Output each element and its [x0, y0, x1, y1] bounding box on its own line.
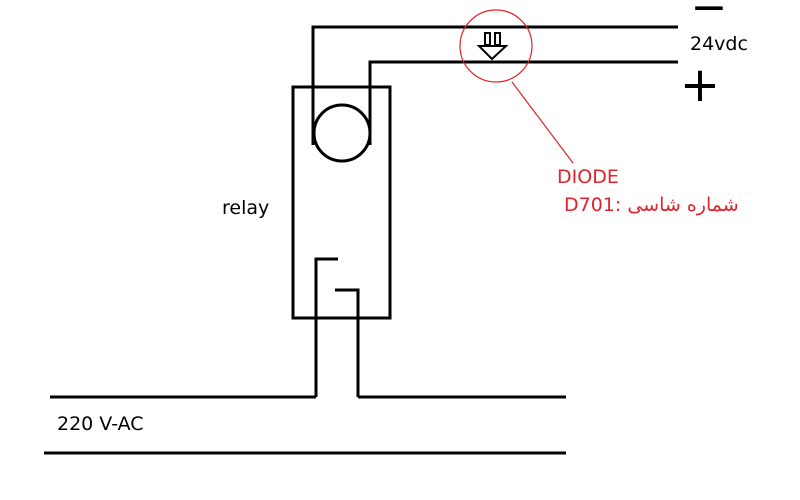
supply-voltage-label: 24vdc — [690, 33, 748, 55]
diode-part-label: D701: شماره شاسی — [564, 194, 739, 216]
diode-leader-line — [511, 81, 574, 164]
relay-label: relay — [222, 197, 270, 219]
relay-coil — [312, 103, 372, 163]
dc-positive-wire — [368, 60, 678, 145]
relay-contact-right — [335, 288, 360, 397]
plus-sign: + — [680, 57, 720, 113]
relay-contact-left — [314, 257, 338, 397]
dc-negative-wire — [311, 25, 678, 145]
diode-highlight-circle — [459, 9, 533, 83]
minus-sign: − — [691, 0, 728, 33]
relay-body — [291, 85, 392, 320]
ac-voltage-label: 220 V-AC — [57, 413, 144, 435]
diode-symbol — [476, 32, 509, 61]
diode-title-label: DIODE — [557, 166, 619, 188]
